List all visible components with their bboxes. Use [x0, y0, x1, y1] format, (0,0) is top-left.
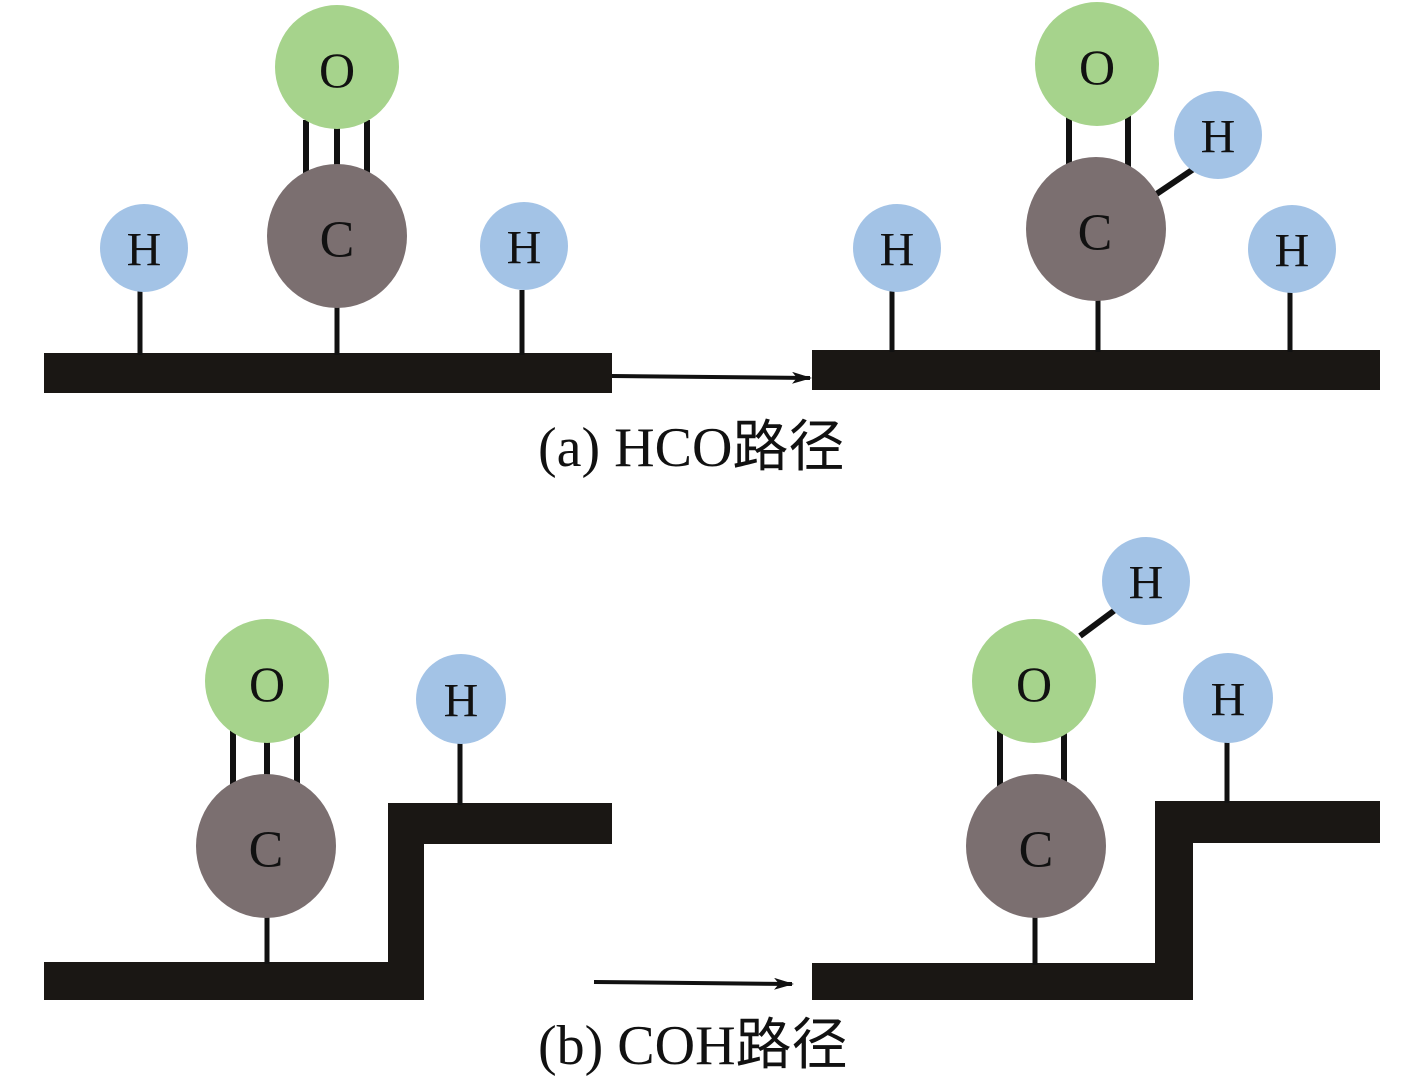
- hydrogen-atom: H: [1174, 91, 1262, 179]
- atom-label: H: [127, 224, 162, 277]
- atom-label: H: [1211, 674, 1246, 727]
- oxygen-atom: O: [275, 5, 399, 129]
- atom-label: H: [444, 675, 479, 728]
- atom-label: O: [1079, 39, 1115, 95]
- carbon-atom: C: [196, 774, 336, 918]
- atom-label: H: [1275, 225, 1310, 278]
- atom-label: H: [507, 222, 542, 275]
- caption-panel-b: (b) COH路径: [538, 1015, 848, 1077]
- hydrogen-atom: H: [100, 204, 188, 292]
- stepped-surface: [44, 803, 612, 1000]
- caption-panel-a: (a) HCO路径: [538, 417, 845, 479]
- oxygen-atom: O: [205, 619, 329, 743]
- surface-slab: [44, 353, 612, 393]
- hydrogen-atom: H: [416, 654, 506, 744]
- atom-label: C: [249, 822, 284, 879]
- hydrogen-atom: H: [1183, 653, 1273, 743]
- oxygen-atom: O: [1035, 2, 1159, 126]
- o-h-bond: [1078, 607, 1117, 639]
- atom-label: C: [320, 212, 355, 269]
- hydrogen-atom: H: [480, 202, 568, 290]
- panel-b-after: O C H H: [812, 537, 1380, 1000]
- hydrogen-atom: H: [853, 204, 941, 292]
- atom-label: O: [249, 656, 285, 712]
- stepped-surface: [812, 801, 1380, 1000]
- surface-slab: [812, 350, 1380, 390]
- panel-a-after: O C H H H: [812, 2, 1380, 390]
- panel-b-before: O C H: [44, 619, 612, 1000]
- atom-label: C: [1078, 205, 1113, 262]
- atom-label: O: [1016, 656, 1052, 712]
- hydrogen-atom: H: [1102, 537, 1190, 625]
- carbon-atom: C: [1026, 157, 1166, 301]
- atom-label: O: [319, 42, 355, 98]
- reaction-arrow: [593, 977, 794, 990]
- carbon-atom: C: [966, 774, 1106, 918]
- atom-label: H: [1201, 111, 1236, 164]
- atom-label: H: [1129, 557, 1164, 610]
- atom-label: C: [1019, 822, 1054, 879]
- atom-label: H: [880, 224, 915, 277]
- reaction-arrow: [611, 371, 812, 384]
- hydrogen-atom: H: [1248, 205, 1336, 293]
- panel-a-before: O C H H: [44, 5, 612, 393]
- carbon-atom: C: [267, 164, 407, 308]
- c-h-bond: [1153, 165, 1197, 198]
- oxygen-atom: O: [972, 619, 1096, 743]
